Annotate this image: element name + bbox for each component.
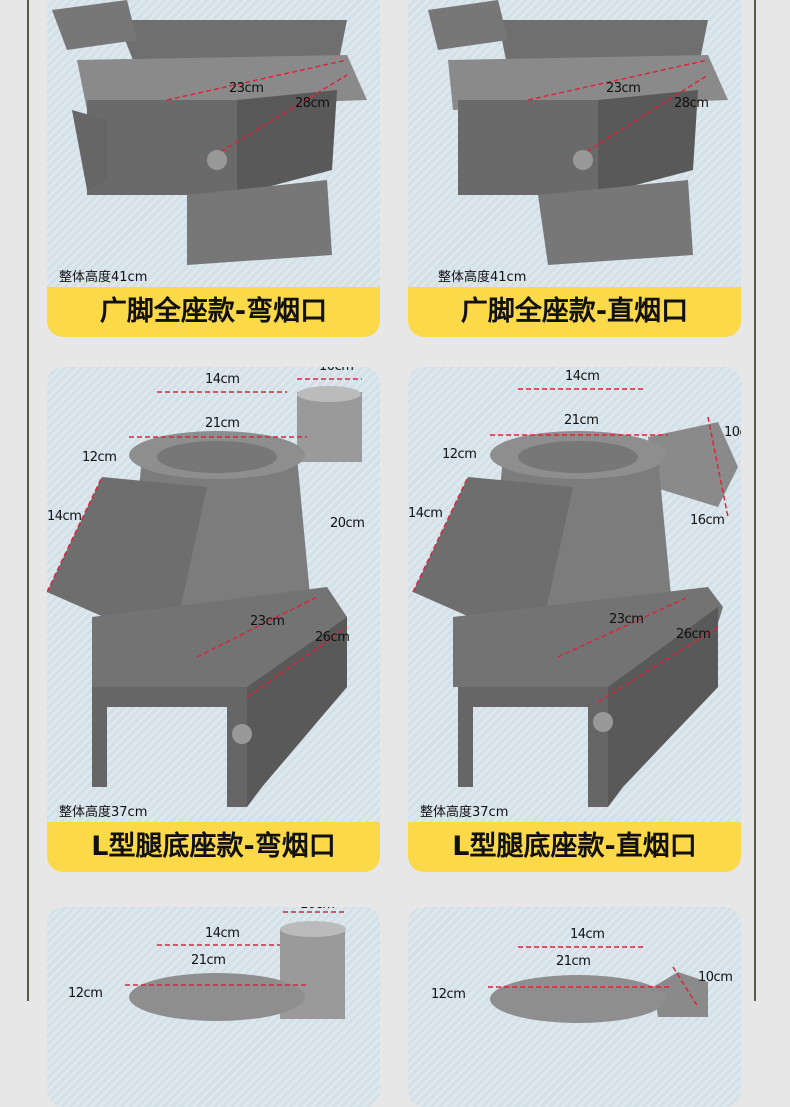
dimension-label: 14cm (408, 506, 443, 521)
dimension-label: 12cm (442, 447, 477, 462)
product-card-l-leg-straight[interactable]: 14cm 21cm 10cm 12cm 14cm 16cm 23cm 26cm … (408, 367, 741, 872)
overall-height: 整体高度41cm (59, 270, 148, 285)
dimension-label: 20cm (330, 516, 365, 531)
dimension-label: 12cm (82, 450, 117, 465)
dimension-label: 21cm (191, 953, 226, 968)
dimension-label: 21cm (205, 416, 240, 431)
dimension-label: 14cm (205, 372, 240, 387)
dimension-label: 26cm (676, 627, 711, 642)
dimension-label: 16cm (690, 513, 725, 528)
product-card-wide-foot-bent[interactable]: 23cm 28cm 整体高度41cm 广脚全座款-弯烟口 (47, 0, 380, 337)
stove-image (52, 0, 367, 265)
product-title: 广脚全座款-弯烟口 (47, 287, 380, 337)
product-title: L型腿底座款-弯烟口 (47, 822, 380, 872)
dimension-label: 10cm (724, 425, 741, 440)
stove-image (412, 388, 738, 807)
stove-image (47, 378, 362, 807)
product-title: 广脚全座款-直烟口 (408, 287, 741, 337)
dimension-label: 12cm (431, 987, 466, 1002)
product-card-row3-right[interactable]: 14cm 21cm 10cm 12cm (408, 907, 741, 1107)
dimension-label: 14cm (570, 927, 605, 942)
page-frame (27, 0, 756, 1001)
product-card-wide-foot-straight[interactable]: 23cm 28cm 整体高度41cm 广脚全座款-直烟口 (408, 0, 741, 337)
dimension-label: 28cm (295, 96, 330, 111)
product-title: L型腿底座款-直烟口 (408, 822, 741, 872)
dimension-label: 14cm (205, 926, 240, 941)
dimension-label: 23cm (250, 614, 285, 629)
overall-height: 整体高度37cm (59, 805, 148, 820)
stove-image (428, 0, 728, 265)
dimension-label: 10cm (698, 970, 733, 985)
overall-height: 整体高度41cm (438, 270, 527, 285)
dimension-label: 10cm (300, 907, 335, 912)
dimension-label: 14cm (47, 509, 82, 524)
dimension-label: 23cm (229, 81, 264, 96)
dimension-label: 12cm (68, 986, 103, 1001)
dimension-label: 23cm (606, 81, 641, 96)
dimension-label: 14cm (565, 369, 600, 384)
dimension-label: 21cm (564, 413, 599, 428)
dimension-label: 23cm (609, 612, 644, 627)
dimension-label: 21cm (556, 954, 591, 969)
product-card-row3-left[interactable]: 10cm 14cm 21cm 12cm (47, 907, 380, 1107)
dimension-label: 10cm (319, 367, 354, 374)
product-card-l-leg-bent[interactable]: 10cm 14cm 21cm 12cm 14cm 20cm 23cm 26cm … (47, 367, 380, 872)
overall-height: 整体高度37cm (420, 805, 509, 820)
dimension-label: 28cm (674, 96, 709, 111)
dimension-label: 26cm (315, 630, 350, 645)
